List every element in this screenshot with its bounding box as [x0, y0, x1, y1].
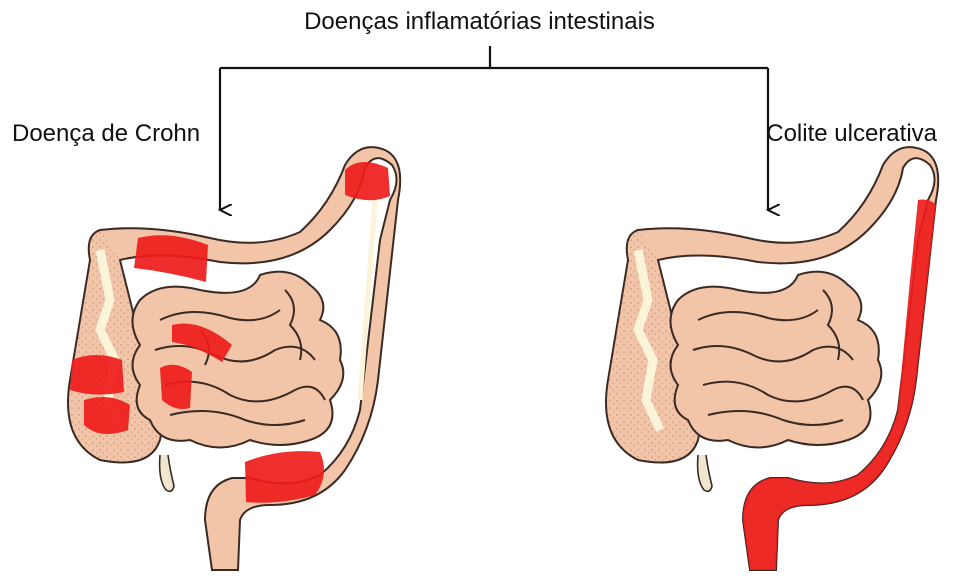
- intestine-colite-illustration: [606, 147, 938, 570]
- small-intestine: [133, 272, 344, 448]
- appendix: [160, 455, 174, 491]
- intestine-crohn-illustration: [68, 147, 400, 570]
- small-intestine: [671, 272, 882, 448]
- connector-tree: [220, 46, 768, 210]
- appendix: [698, 455, 712, 491]
